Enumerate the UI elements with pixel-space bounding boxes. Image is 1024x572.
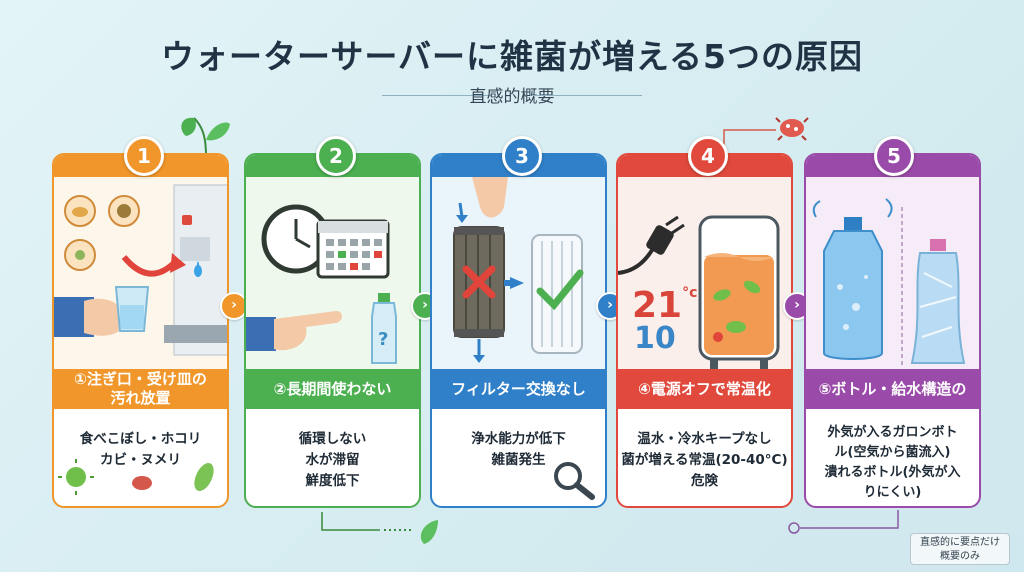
leaf-icon [420, 520, 438, 544]
connector-line [723, 129, 776, 154]
desc-line: カビ・ヌメリ [100, 452, 181, 468]
temp-readout-top: 21°c [632, 285, 697, 326]
footer-connector [321, 512, 438, 544]
cause-desc-2: 循環しない 水が滞留 鮮度低下 [246, 429, 419, 492]
desc-line: ル(空気から菌流入) [834, 445, 951, 460]
cross-icon [462, 265, 496, 299]
desc-line: 外気が入るガロンボト [827, 425, 958, 440]
temp-unit: °c [682, 285, 698, 301]
jug-icon [812, 198, 893, 360]
step-badge-3: 3 [502, 136, 542, 176]
panel-illustration: ? [246, 177, 419, 377]
note-line: 概要のみ [940, 551, 980, 562]
panel-illustration [618, 177, 791, 377]
calendar-icon [316, 219, 390, 279]
note-line: 直感的に要点だけ [920, 537, 1000, 548]
footer-note: 直感的に要点だけ 概要のみ [910, 533, 1010, 565]
plug-icon [618, 215, 685, 275]
cause-label-line: ①注ぎ口・受け皿の [74, 370, 207, 388]
subtitle-group: 直感的概要 [0, 82, 1024, 108]
desc-line: 水が滞留 [305, 452, 360, 468]
cause-desc-3: 浄水能力が低下 雑菌発生 [432, 429, 605, 471]
desc-line: 菌が増える常温(20-40°C) [621, 452, 788, 468]
leaf-icon [181, 117, 230, 157]
cause-panel-4: 21°c 10 ④電源オフで常温化 温水・冷水キープなし 菌が増える常温(20-… [616, 153, 793, 508]
step-badge-5: 5 [874, 136, 914, 176]
cause-desc-5: 外気が入るガロンボト ル(空気から菌流入) 潰れるボトル(外気が入 りにくい) [806, 423, 979, 503]
desc-line: りにくい) [863, 485, 922, 500]
cause-label-1: ①注ぎ口・受け皿の 汚れ放置 [54, 369, 227, 409]
tank-icon [698, 215, 780, 369]
svg-text:?: ? [378, 329, 388, 350]
cause-label-4: ④電源オフで常温化 [618, 369, 791, 409]
germ-icon [58, 459, 214, 495]
cause-desc-1: 食べこぼし・ホコリ カビ・ヌメリ [54, 429, 227, 471]
step-badge-1: 1 [124, 136, 164, 176]
desc-line: 温水・冷水キープなし [637, 431, 772, 447]
temp-top-value: 21 [632, 285, 683, 326]
cause-label-5: ⑤ボトル・給水構造の [806, 369, 979, 409]
subtitle-rule-right [532, 95, 642, 96]
footer-connector-right [788, 510, 899, 534]
germ-icon [775, 117, 809, 141]
desc-line: 雑菌発生 [491, 452, 546, 468]
desc-line: 食べこぼし・ホコリ [79, 431, 202, 447]
desc-line: 浄水能力が低下 [471, 431, 566, 447]
desc-line: 危険 [691, 473, 718, 489]
cause-label-line: 汚れ放置 [110, 389, 171, 407]
panel-illustration [806, 177, 979, 377]
step-badge-2: 2 [316, 136, 356, 176]
cause-panel-1: ①注ぎ口・受け皿の 汚れ放置 食べこぼし・ホコリ カビ・ヌメリ [52, 153, 229, 508]
page-title: ウォーターサーバーに雑菌が増える5つの原因 [161, 37, 863, 76]
cause-desc-4: 温水・冷水キープなし 菌が増える常温(20-40°C) 危険 [618, 429, 791, 492]
panel-illustration [432, 177, 605, 377]
page-subtitle: 直感的概要 [469, 87, 555, 107]
step-badge-4: 4 [688, 136, 728, 176]
panel-illustration [54, 177, 227, 377]
cause-panel-3: フィルター交換なし 浄水能力が低下 雑菌発生 [430, 153, 607, 508]
desc-line: 鮮度低下 [305, 473, 360, 489]
desc-line: 潰れるボトル(外気が入 [824, 465, 961, 480]
cause-label-2: ②長期間使わない [246, 369, 419, 409]
bottle-icon: ? [371, 293, 397, 364]
magnifier-icon [554, 462, 595, 500]
cause-label-3: フィルター交換なし [432, 369, 605, 409]
cause-panel-5: ⑤ボトル・給水構造の 外気が入るガロンボト ル(空気から菌流入) 潰れるボトル(… [804, 153, 981, 508]
check-icon [536, 269, 584, 311]
cause-panel-2: ? ②長期間使わない 循環しない 水が滞留 鮮度低下 [244, 153, 421, 508]
desc-line: 循環しない [298, 431, 367, 447]
temp-readout-bottom: 10 [634, 321, 676, 356]
subtitle-rule-left [382, 95, 492, 96]
